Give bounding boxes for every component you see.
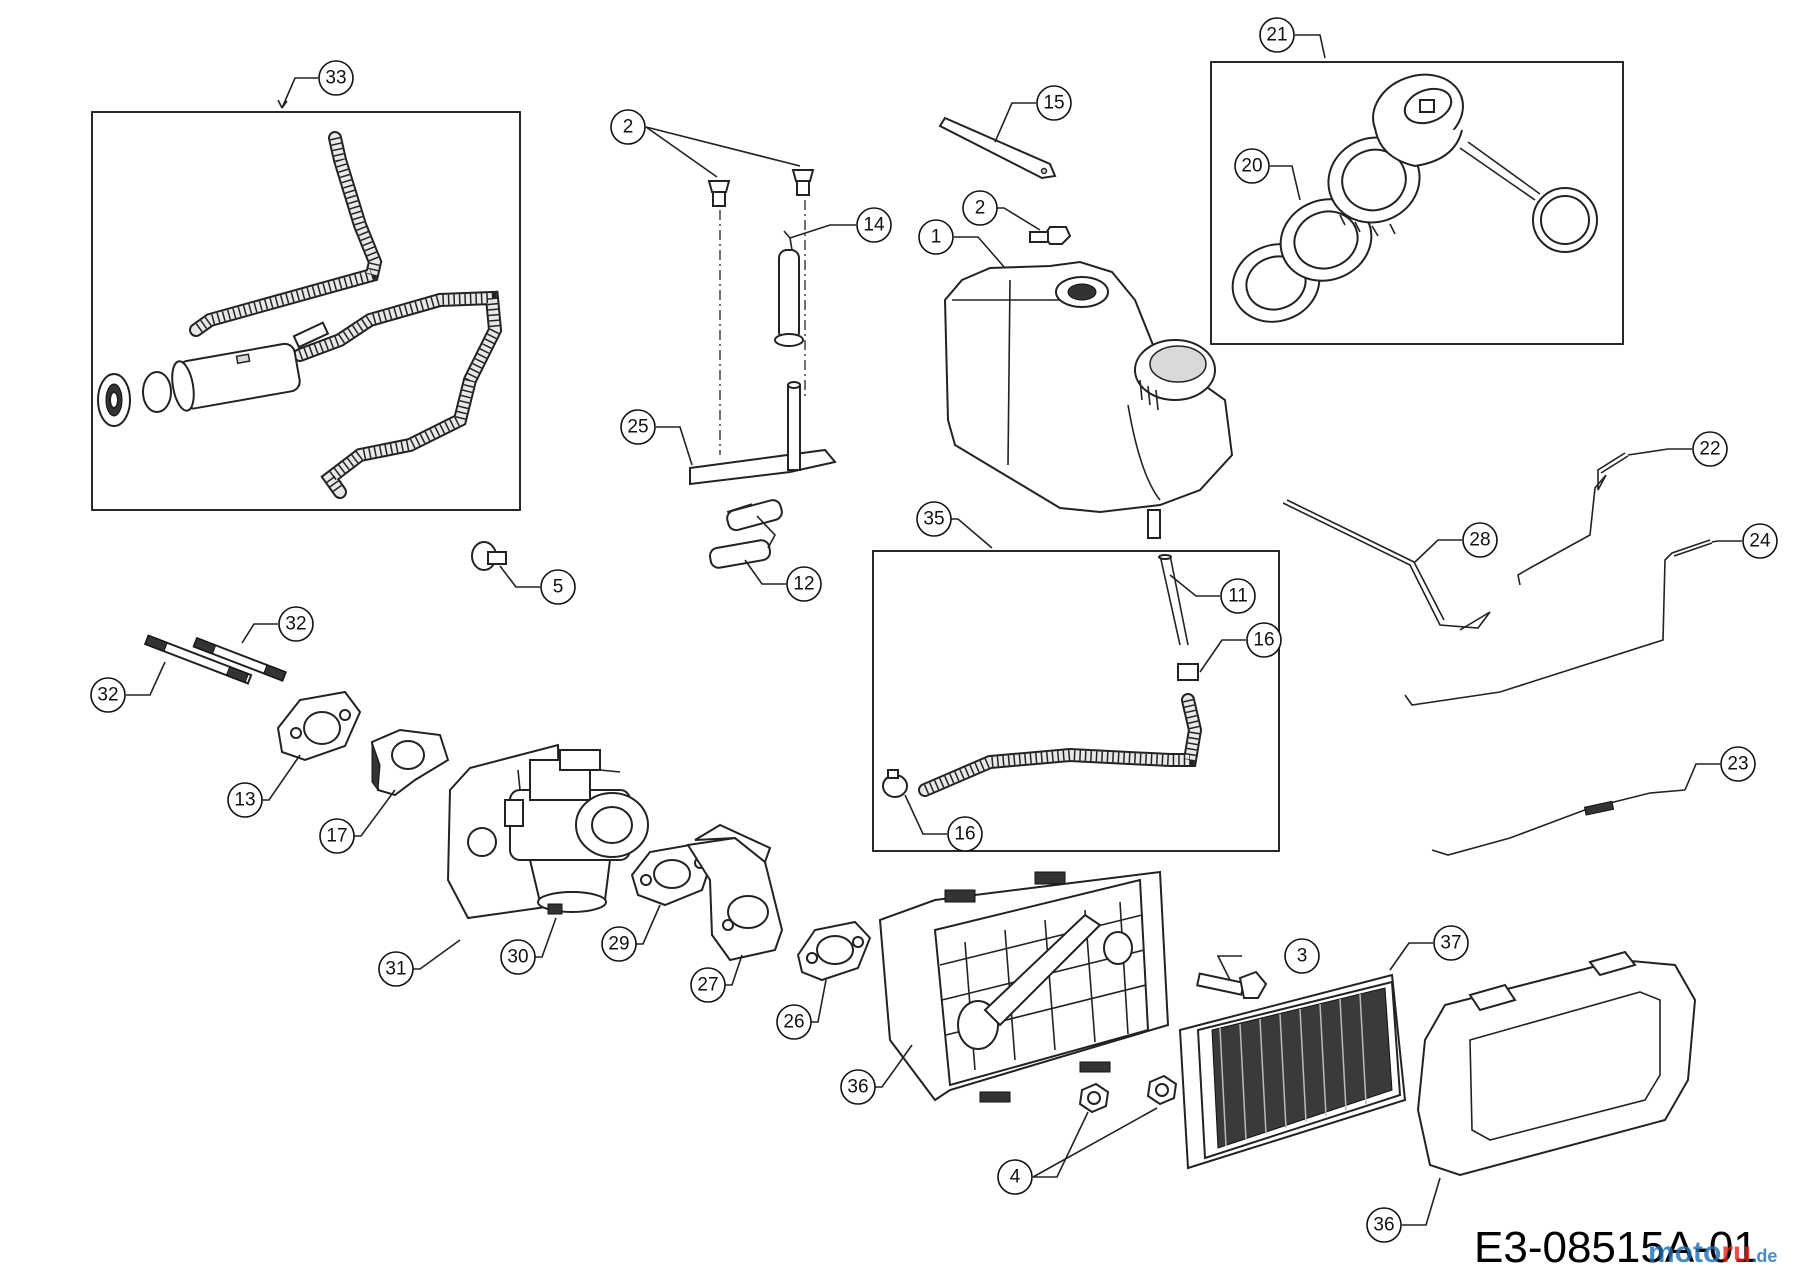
svg-text:13: 13 (234, 790, 255, 811)
callout-21: 21 (1259, 17, 1295, 53)
watermark-part1: moto (1648, 1236, 1721, 1269)
callout-5: 5 (540, 569, 576, 605)
callout-30: 30 (500, 939, 536, 975)
svg-text:22: 22 (1699, 439, 1720, 460)
svg-text:16: 16 (1253, 630, 1274, 651)
svg-text:4: 4 (1010, 1167, 1021, 1188)
callout-16a: 16 (1246, 622, 1282, 658)
fuel-line-assembly (882, 554, 1203, 798)
callout-17: 17 (319, 818, 355, 854)
callout-14: 14 (856, 207, 892, 243)
svg-text:32: 32 (285, 614, 306, 635)
callout-13: 13 (227, 782, 263, 818)
svg-text:31: 31 (385, 959, 406, 980)
fuel-tank (943, 260, 1234, 539)
callout-36b: 36 (1366, 1207, 1402, 1243)
svg-text:11: 11 (1228, 586, 1248, 607)
svg-text:14: 14 (863, 215, 885, 236)
callout-37: 37 (1433, 925, 1469, 961)
callout-11: 11 (1220, 578, 1256, 614)
callout-24: 24 (1742, 523, 1778, 559)
callout-1: 1 (918, 219, 954, 255)
svg-text:16: 16 (954, 824, 975, 845)
callout-35: 35 (916, 501, 952, 537)
callout-22: 22 (1692, 431, 1728, 467)
drawing-code: E3-08515A-01 (1474, 1223, 1758, 1272)
callout-23: 23 (1720, 746, 1756, 782)
svg-text:15: 15 (1043, 93, 1064, 114)
fuel-cap-assembly (1231, 73, 1598, 323)
svg-text:36: 36 (1373, 1215, 1394, 1236)
svg-text:21: 21 (1266, 25, 1287, 46)
callout-26: 26 (776, 1004, 812, 1040)
callout-28: 28 (1462, 522, 1498, 558)
svg-text:5: 5 (553, 577, 564, 598)
callout-4: 4 (997, 1159, 1033, 1195)
svg-text:33: 33 (325, 68, 346, 89)
svg-text:32: 32 (97, 685, 118, 706)
svg-text:28: 28 (1469, 530, 1490, 551)
svg-text:30: 30 (507, 947, 528, 968)
gasket-13 (276, 690, 362, 762)
svg-text:27: 27 (697, 975, 718, 996)
svg-text:29: 29 (608, 934, 629, 955)
svg-text:2: 2 (975, 198, 986, 219)
callout-15: 15 (1036, 85, 1072, 121)
strap-15 (938, 116, 1057, 180)
group-frame-21 (1210, 61, 1624, 345)
carburetor-assembly (446, 743, 649, 920)
callout-12: 12 (786, 566, 822, 602)
callout-31: 31 (378, 951, 414, 987)
callout-2a: 2 (610, 109, 646, 145)
bolt-3 (1196, 970, 1268, 999)
linkage-rods (1282, 452, 1713, 856)
svg-text:36: 36 (847, 1077, 868, 1098)
svg-text:25: 25 (627, 417, 648, 438)
callout-36a: 36 (840, 1069, 876, 1105)
watermark-part2: ru (1721, 1236, 1751, 1269)
screw-2 (1029, 226, 1072, 245)
fuel-pump-assembly (97, 131, 503, 499)
filter-element-37 (1178, 973, 1407, 1170)
callout-33: 33 (318, 60, 354, 96)
svg-text:37: 37 (1440, 933, 1461, 954)
nuts-4 (1078, 1074, 1178, 1114)
callout-2b: 2 (962, 190, 998, 226)
callout-27: 27 (690, 967, 726, 1003)
clamp-5 (471, 541, 507, 571)
bracket-assembly (689, 169, 837, 569)
callout-16b: 16 (947, 816, 983, 852)
svg-text:17: 17 (326, 826, 347, 847)
watermark: motoru.de (1648, 1236, 1777, 1269)
group-frame-35 (872, 550, 1280, 852)
studs-32 (143, 634, 287, 685)
callout-3: 3 (1284, 938, 1320, 974)
svg-text:26: 26 (783, 1012, 804, 1033)
insulator-17 (370, 728, 450, 797)
svg-text:35: 35 (923, 509, 944, 530)
callout-29: 29 (601, 926, 637, 962)
svg-text:23: 23 (1727, 754, 1748, 775)
air-filter-housing (878, 870, 1170, 1103)
svg-text:12: 12 (793, 574, 814, 595)
callout-25: 25 (620, 409, 656, 445)
gasket-29 (630, 843, 714, 907)
callout-32b: 32 (90, 677, 126, 713)
svg-text:3: 3 (1297, 946, 1308, 967)
watermark-part3: .de (1751, 1246, 1777, 1266)
group-frame-33 (91, 111, 521, 511)
svg-text:24: 24 (1749, 531, 1771, 552)
svg-text:1: 1 (931, 227, 942, 248)
gasket-26 (796, 920, 872, 982)
callout-20: 20 (1234, 148, 1270, 184)
air-filter-cover (1416, 950, 1697, 1177)
svg-text:20: 20 (1241, 156, 1262, 177)
svg-text:2: 2 (623, 117, 634, 138)
callout-32a: 32 (278, 606, 314, 642)
elbow-bracket-27 (686, 823, 784, 962)
